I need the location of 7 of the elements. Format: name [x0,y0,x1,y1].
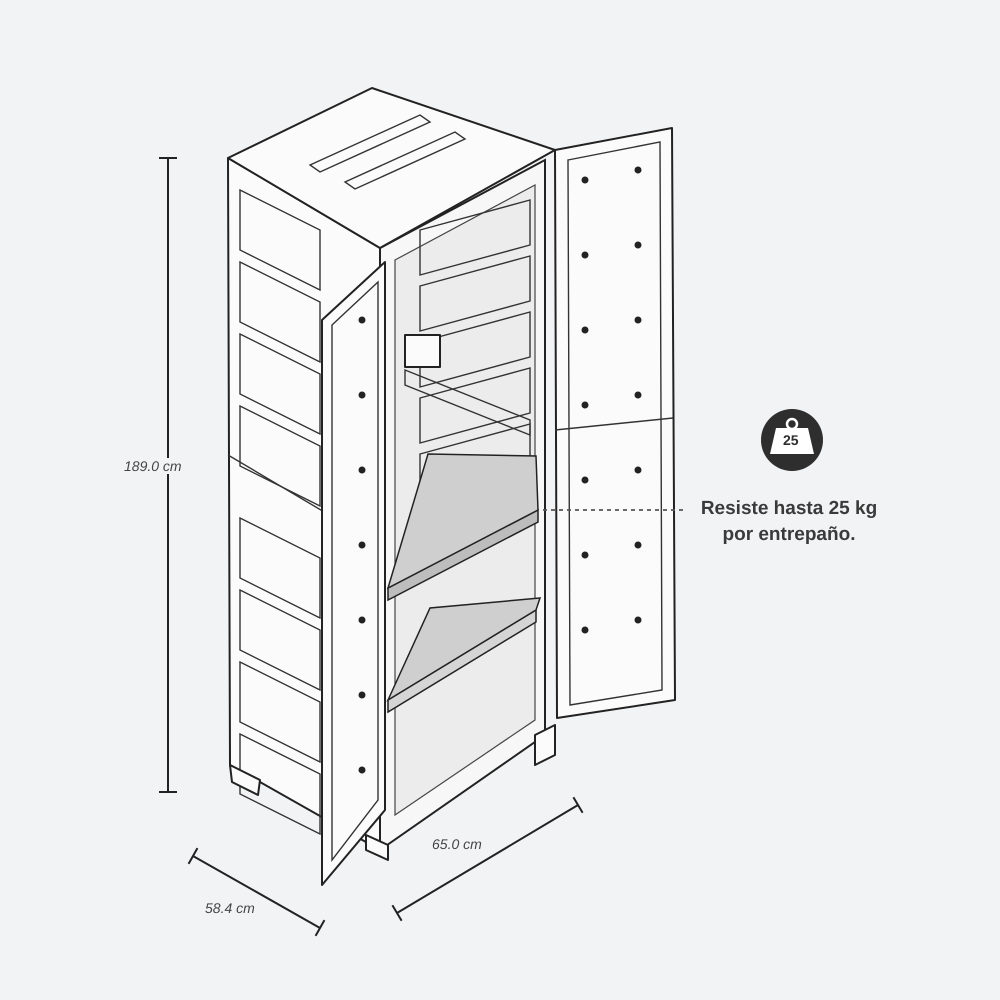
dimension-label: 189.0 cm [124,458,182,474]
dimension-label: 58.4 cm [205,900,255,916]
shelf [386,450,542,602]
leader-line [542,509,683,511]
callout-text: Resiste hasta 25 kg por entrepaño. [700,498,878,545]
dimension-label: 65.0 cm [432,836,482,852]
weight-number: 25 [783,432,799,448]
